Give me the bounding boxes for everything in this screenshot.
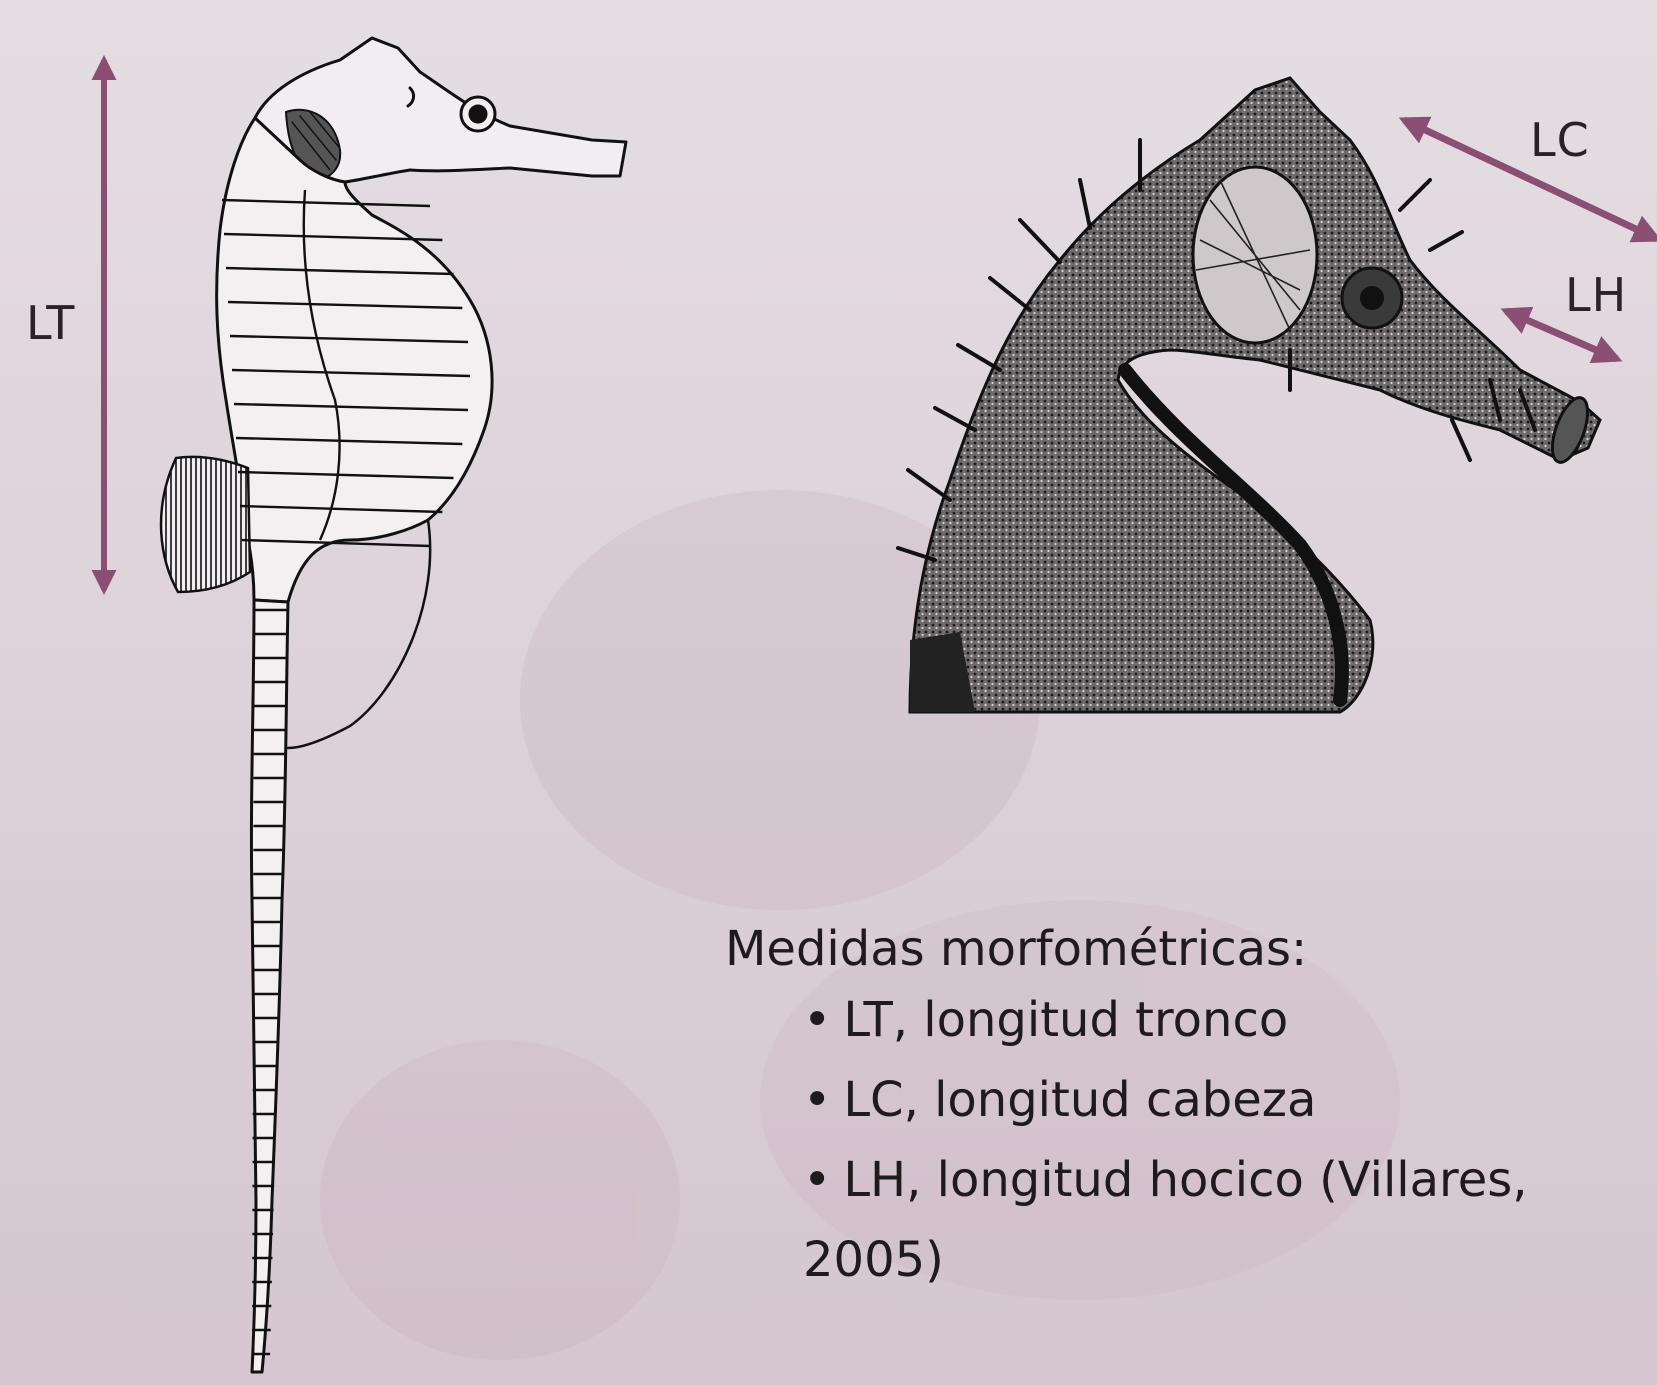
spine bbox=[908, 470, 950, 500]
spine bbox=[1430, 232, 1462, 250]
spine bbox=[958, 345, 1000, 370]
caption-item-lc: LC, longitud cabeza bbox=[803, 1060, 1625, 1140]
lh-label: LH bbox=[1565, 268, 1627, 322]
lc-label: LC bbox=[1530, 113, 1590, 167]
lt-label: LT bbox=[26, 296, 75, 350]
spine bbox=[1020, 220, 1060, 262]
spine bbox=[1400, 180, 1430, 210]
caption-item-lh: LH, longitud hocico (Villares, 2005) bbox=[803, 1140, 1625, 1300]
seahorse-head-stipple-drawing-icon bbox=[910, 78, 1600, 712]
spine bbox=[990, 278, 1030, 310]
caption-block: Medidas morfométricas: LT, longitud tron… bbox=[725, 918, 1625, 1300]
spine bbox=[1080, 180, 1090, 228]
spine bbox=[935, 408, 975, 430]
caption-item-lt: LT, longitud tronco bbox=[803, 980, 1625, 1060]
caption-heading: Medidas morfométricas: bbox=[725, 918, 1625, 980]
spine bbox=[1452, 420, 1470, 460]
caption-list: LT, longitud tronco LC, longitud cabeza … bbox=[725, 980, 1625, 1300]
